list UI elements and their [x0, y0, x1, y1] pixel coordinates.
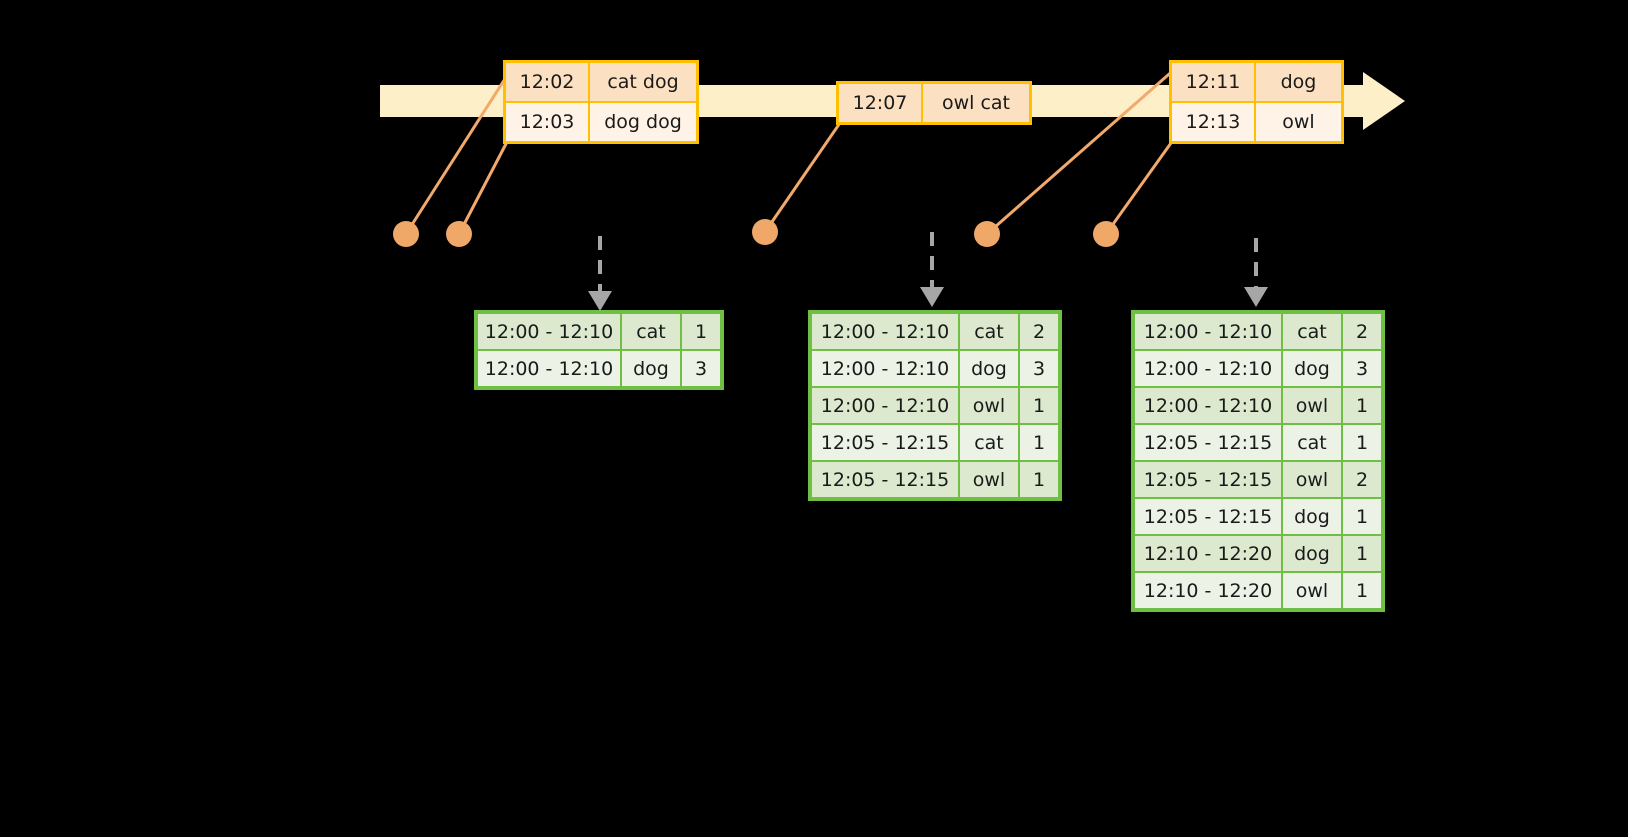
connector-line-2	[457, 139, 510, 235]
table-row[interactable]: 12:00 - 12:10 dog 3	[1135, 351, 1381, 386]
event-dot-1	[393, 221, 419, 247]
event-dot-2	[446, 221, 472, 247]
table-row[interactable]: 12:00 - 12:10 dog 3	[812, 351, 1058, 386]
cell-window: 12:05 - 12:15	[812, 425, 958, 460]
table-row[interactable]: 12:00 - 12:10 cat 1	[478, 314, 720, 349]
table-row[interactable]: 12:05 - 12:15 owl 2	[1135, 462, 1381, 497]
event-time: 12:07	[839, 84, 923, 122]
cell-word: owl	[1283, 573, 1341, 608]
event-words: dog dog	[604, 111, 682, 133]
event-time: 12:03	[506, 103, 590, 141]
table-row[interactable]: 12:10 - 12:20 owl 1	[1135, 573, 1381, 608]
cell-window: 12:05 - 12:15	[1135, 462, 1281, 497]
timeline-and-connectors	[380, 66, 1405, 311]
table-row[interactable]: 12:00 - 12:10 cat 2	[1135, 314, 1381, 349]
cell-word: cat	[622, 314, 680, 349]
event-time: 12:11	[1172, 63, 1256, 101]
dashed-arrow-head-3	[1244, 287, 1268, 307]
cell-word: cat	[1283, 425, 1341, 460]
event-dot-5	[1093, 221, 1119, 247]
connector-line-5	[1104, 135, 1178, 235]
cell-word: cat	[960, 425, 1018, 460]
cell-word: owl	[1283, 462, 1341, 497]
event-words: owl	[1282, 111, 1315, 133]
table-row[interactable]: 12:00 - 12:10 dog 3	[478, 351, 720, 386]
cell-count: 1	[1020, 425, 1058, 460]
cell-window: 12:00 - 12:10	[1135, 388, 1281, 423]
connector-line-1	[404, 73, 510, 235]
cell-word: cat	[1283, 314, 1341, 349]
event-dot-4	[974, 221, 1000, 247]
event-words: owl cat	[941, 92, 1011, 114]
cell-word: dog	[960, 351, 1018, 386]
event-box-group-2[interactable]: 12:07 owl cat	[836, 81, 1032, 125]
table-row[interactable]: 12:00 - 12:10 owl 1	[812, 388, 1058, 423]
event-dot-3	[752, 219, 778, 245]
event-row[interactable]: 12:07 owl cat	[839, 84, 1029, 122]
cell-count: 1	[1020, 462, 1058, 497]
cell-count: 1	[1343, 573, 1381, 608]
event-words: cat dog	[607, 71, 679, 93]
event-row[interactable]: 12:03 dog dog	[506, 101, 696, 141]
cell-word: dog	[622, 351, 680, 386]
cell-word: cat	[960, 314, 1018, 349]
event-row[interactable]: 12:02 cat dog	[506, 63, 696, 101]
connector-line-3	[763, 119, 844, 233]
result-table-3[interactable]: 12:00 - 12:10 cat 2 12:00 - 12:10 dog 3 …	[1131, 310, 1385, 612]
table-row[interactable]: 12:00 - 12:10 cat 2	[812, 314, 1058, 349]
cell-window: 12:00 - 12:10	[478, 314, 620, 349]
table-row[interactable]: 12:05 - 12:15 cat 1	[1135, 425, 1381, 460]
cell-count: 1	[1343, 536, 1381, 571]
cell-window: 12:10 - 12:20	[1135, 536, 1281, 571]
table-row[interactable]: 12:05 - 12:15 owl 1	[812, 462, 1058, 497]
cell-count: 1	[1020, 388, 1058, 423]
cell-count: 3	[682, 351, 720, 386]
cell-count: 2	[1343, 462, 1381, 497]
cell-window: 12:05 - 12:15	[1135, 425, 1281, 460]
cell-window: 12:00 - 12:10	[1135, 314, 1281, 349]
event-time: 12:13	[1172, 103, 1256, 141]
cell-count: 2	[1020, 314, 1058, 349]
cell-window: 12:05 - 12:15	[812, 462, 958, 497]
event-row[interactable]: 12:11 dog	[1172, 63, 1341, 101]
cell-window: 12:00 - 12:10	[478, 351, 620, 386]
cell-window: 12:00 - 12:10	[1135, 351, 1281, 386]
cell-window: 12:10 - 12:20	[1135, 573, 1281, 608]
table-row[interactable]: 12:00 - 12:10 owl 1	[1135, 388, 1381, 423]
cell-window: 12:05 - 12:15	[1135, 499, 1281, 534]
cell-word: owl	[1283, 388, 1341, 423]
table-row[interactable]: 12:10 - 12:20 dog 1	[1135, 536, 1381, 571]
cell-window: 12:00 - 12:10	[812, 388, 958, 423]
dashed-arrow-head-1	[588, 291, 612, 311]
table-row[interactable]: 12:05 - 12:15 cat 1	[812, 425, 1058, 460]
cell-word: dog	[1283, 351, 1341, 386]
result-table-2[interactable]: 12:00 - 12:10 cat 2 12:00 - 12:10 dog 3 …	[808, 310, 1062, 501]
cell-count: 3	[1020, 351, 1058, 386]
cell-count: 1	[682, 314, 720, 349]
dashed-arrow-head-2	[920, 287, 944, 307]
cell-count: 1	[1343, 388, 1381, 423]
stream-arrow-head	[1363, 72, 1405, 130]
cell-word: dog	[1283, 499, 1341, 534]
result-table-1[interactable]: 12:00 - 12:10 cat 1 12:00 - 12:10 dog 3	[474, 310, 724, 390]
cell-word: owl	[960, 462, 1018, 497]
cell-count: 1	[1343, 425, 1381, 460]
cell-count: 3	[1343, 351, 1381, 386]
event-box-group-1[interactable]: 12:02 cat dog 12:03 dog dog	[503, 60, 699, 144]
cell-window: 12:00 - 12:10	[812, 314, 958, 349]
cell-window: 12:00 - 12:10	[812, 351, 958, 386]
event-time: 12:02	[506, 63, 590, 101]
cell-count: 1	[1343, 499, 1381, 534]
cell-word: dog	[1283, 536, 1341, 571]
event-row[interactable]: 12:13 owl	[1172, 101, 1341, 141]
event-words: dog	[1280, 71, 1317, 93]
event-box-group-3[interactable]: 12:11 dog 12:13 owl	[1169, 60, 1344, 144]
cell-count: 2	[1343, 314, 1381, 349]
cell-word: owl	[960, 388, 1018, 423]
table-row[interactable]: 12:05 - 12:15 dog 1	[1135, 499, 1381, 534]
